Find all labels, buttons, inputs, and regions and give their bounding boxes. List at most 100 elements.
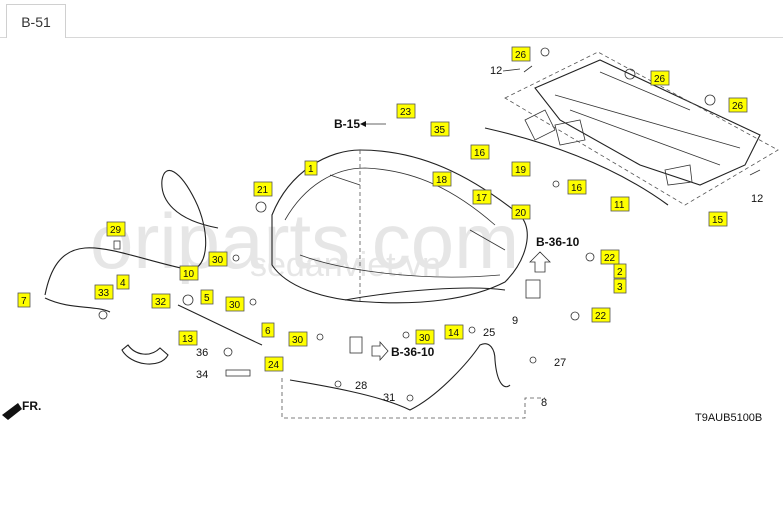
svg-text:8: 8 — [541, 397, 547, 409]
svg-text:23: 23 — [400, 107, 412, 118]
svg-text:4: 4 — [120, 278, 126, 289]
svg-text:22: 22 — [604, 253, 616, 264]
callout-19: 19 — [511, 161, 531, 177]
svg-text:27: 27 — [554, 357, 566, 369]
svg-text:15: 15 — [712, 215, 724, 226]
fasteners — [98, 47, 761, 402]
callout-11: 11 — [610, 196, 630, 212]
callout-22b: 22 — [591, 307, 611, 323]
svg-text:19: 19 — [515, 165, 527, 176]
callout-35: 35 — [430, 121, 450, 137]
callout-30d: 30 — [415, 329, 435, 345]
ref-b3610-bottom: B-36-10 — [371, 340, 435, 362]
svg-text:34: 34 — [196, 369, 208, 381]
svg-text:1: 1 — [308, 164, 314, 175]
svg-text:B-36-10: B-36-10 — [391, 345, 435, 359]
svg-text:32: 32 — [155, 297, 167, 308]
cowl-top — [524, 59, 761, 186]
callout-32: 32 — [151, 293, 171, 309]
svg-text:30: 30 — [292, 335, 304, 346]
callout-26a: 26 — [511, 46, 531, 62]
svg-text:5: 5 — [204, 293, 210, 304]
callout-26c: 26 — [728, 97, 748, 113]
callout-15: 15 — [708, 211, 728, 227]
callout-13: 13 — [178, 330, 198, 346]
svg-text:11: 11 — [614, 200, 625, 211]
svg-text:30: 30 — [229, 300, 241, 311]
svg-text:36: 36 — [196, 347, 208, 359]
svg-text:12: 12 — [751, 193, 763, 205]
svg-text:30: 30 — [212, 255, 224, 266]
svg-text:16: 16 — [474, 148, 486, 159]
svg-text:26: 26 — [654, 74, 666, 85]
callout-16a: 16 — [470, 144, 490, 160]
callout-23: 23 — [396, 103, 416, 119]
svg-text:25: 25 — [483, 327, 495, 339]
callout-16b: 16 — [567, 179, 587, 195]
callout-3: 3 — [613, 278, 627, 294]
svg-text:30: 30 — [419, 333, 431, 344]
callout-4: 4 — [116, 274, 130, 290]
svg-text:17: 17 — [476, 193, 488, 204]
plain-labels: 12 12 25 27 28 31 34 36 8 9 — [196, 65, 763, 409]
release-cable — [44, 169, 219, 296]
svg-text:22: 22 — [595, 311, 607, 322]
callout-10: 10 — [179, 265, 199, 281]
callout-18: 18 — [432, 171, 452, 187]
svg-text:12: 12 — [490, 65, 502, 77]
svg-text:9: 9 — [512, 315, 518, 327]
callout-30c: 30 — [288, 331, 308, 347]
callout-26b: 26 — [650, 70, 670, 86]
gutter — [121, 344, 169, 365]
svg-text:16: 16 — [571, 183, 583, 194]
diagram-code: T9AUB5100B — [695, 412, 762, 424]
svg-text:14: 14 — [448, 328, 460, 339]
callout-22a: 22 — [600, 249, 620, 265]
callout-14: 14 — [444, 324, 464, 340]
callout-1: 1 — [304, 160, 318, 176]
watermark-sub: sedanviet.vn — [250, 246, 441, 284]
tab-b51[interactable]: B-51 — [6, 4, 66, 38]
svg-text:18: 18 — [436, 175, 448, 186]
watermark-main: oriparts.com — [90, 197, 519, 285]
hood-panel — [271, 149, 528, 304]
callout-29: 29 — [106, 221, 126, 237]
svg-text:26: 26 — [515, 50, 527, 61]
svg-text:13: 13 — [182, 334, 194, 345]
hood-seal — [344, 287, 506, 301]
svg-text:7: 7 — [21, 296, 27, 307]
svg-text:B-15: B-15 — [334, 117, 360, 131]
callout-6: 6 — [261, 322, 275, 338]
hood-release-cable — [281, 343, 545, 419]
svg-text:B-36-10: B-36-10 — [536, 235, 580, 249]
ref-b15: B-15 — [334, 117, 386, 131]
svg-text:2: 2 — [617, 267, 623, 278]
svg-text:21: 21 — [257, 185, 269, 196]
callout-24: 24 — [264, 356, 284, 372]
front-arrow: FR. — [2, 399, 41, 420]
cowl-frame — [504, 51, 779, 206]
callout-30b: 30 — [225, 296, 245, 312]
svg-text:31: 31 — [383, 392, 395, 404]
svg-text:10: 10 — [183, 269, 195, 280]
callout-7: 7 — [17, 292, 31, 308]
prop-rod — [177, 304, 263, 346]
callout-21: 21 — [253, 181, 273, 197]
tab-bar: B-51 — [0, 0, 783, 38]
watermark: oriparts.com sedanviet.vn — [90, 197, 519, 285]
svg-text:3: 3 — [617, 282, 623, 293]
callout-30a: 30 — [208, 251, 228, 267]
svg-text:6: 6 — [265, 326, 271, 337]
svg-text:35: 35 — [434, 125, 446, 136]
ref-b3610-top: B-36-10 — [529, 235, 580, 273]
svg-text:20: 20 — [515, 208, 527, 219]
svg-text:24: 24 — [268, 360, 280, 371]
callout-33: 33 — [94, 284, 114, 300]
svg-text:33: 33 — [98, 288, 110, 299]
callout-5: 5 — [200, 289, 214, 305]
callout-20: 20 — [511, 204, 531, 220]
svg-text:26: 26 — [732, 101, 744, 112]
parts-diagram: oriparts.com sedanviet.vn FR. — [0, 38, 783, 519]
callout-17: 17 — [472, 189, 492, 205]
svg-text:29: 29 — [110, 225, 122, 236]
